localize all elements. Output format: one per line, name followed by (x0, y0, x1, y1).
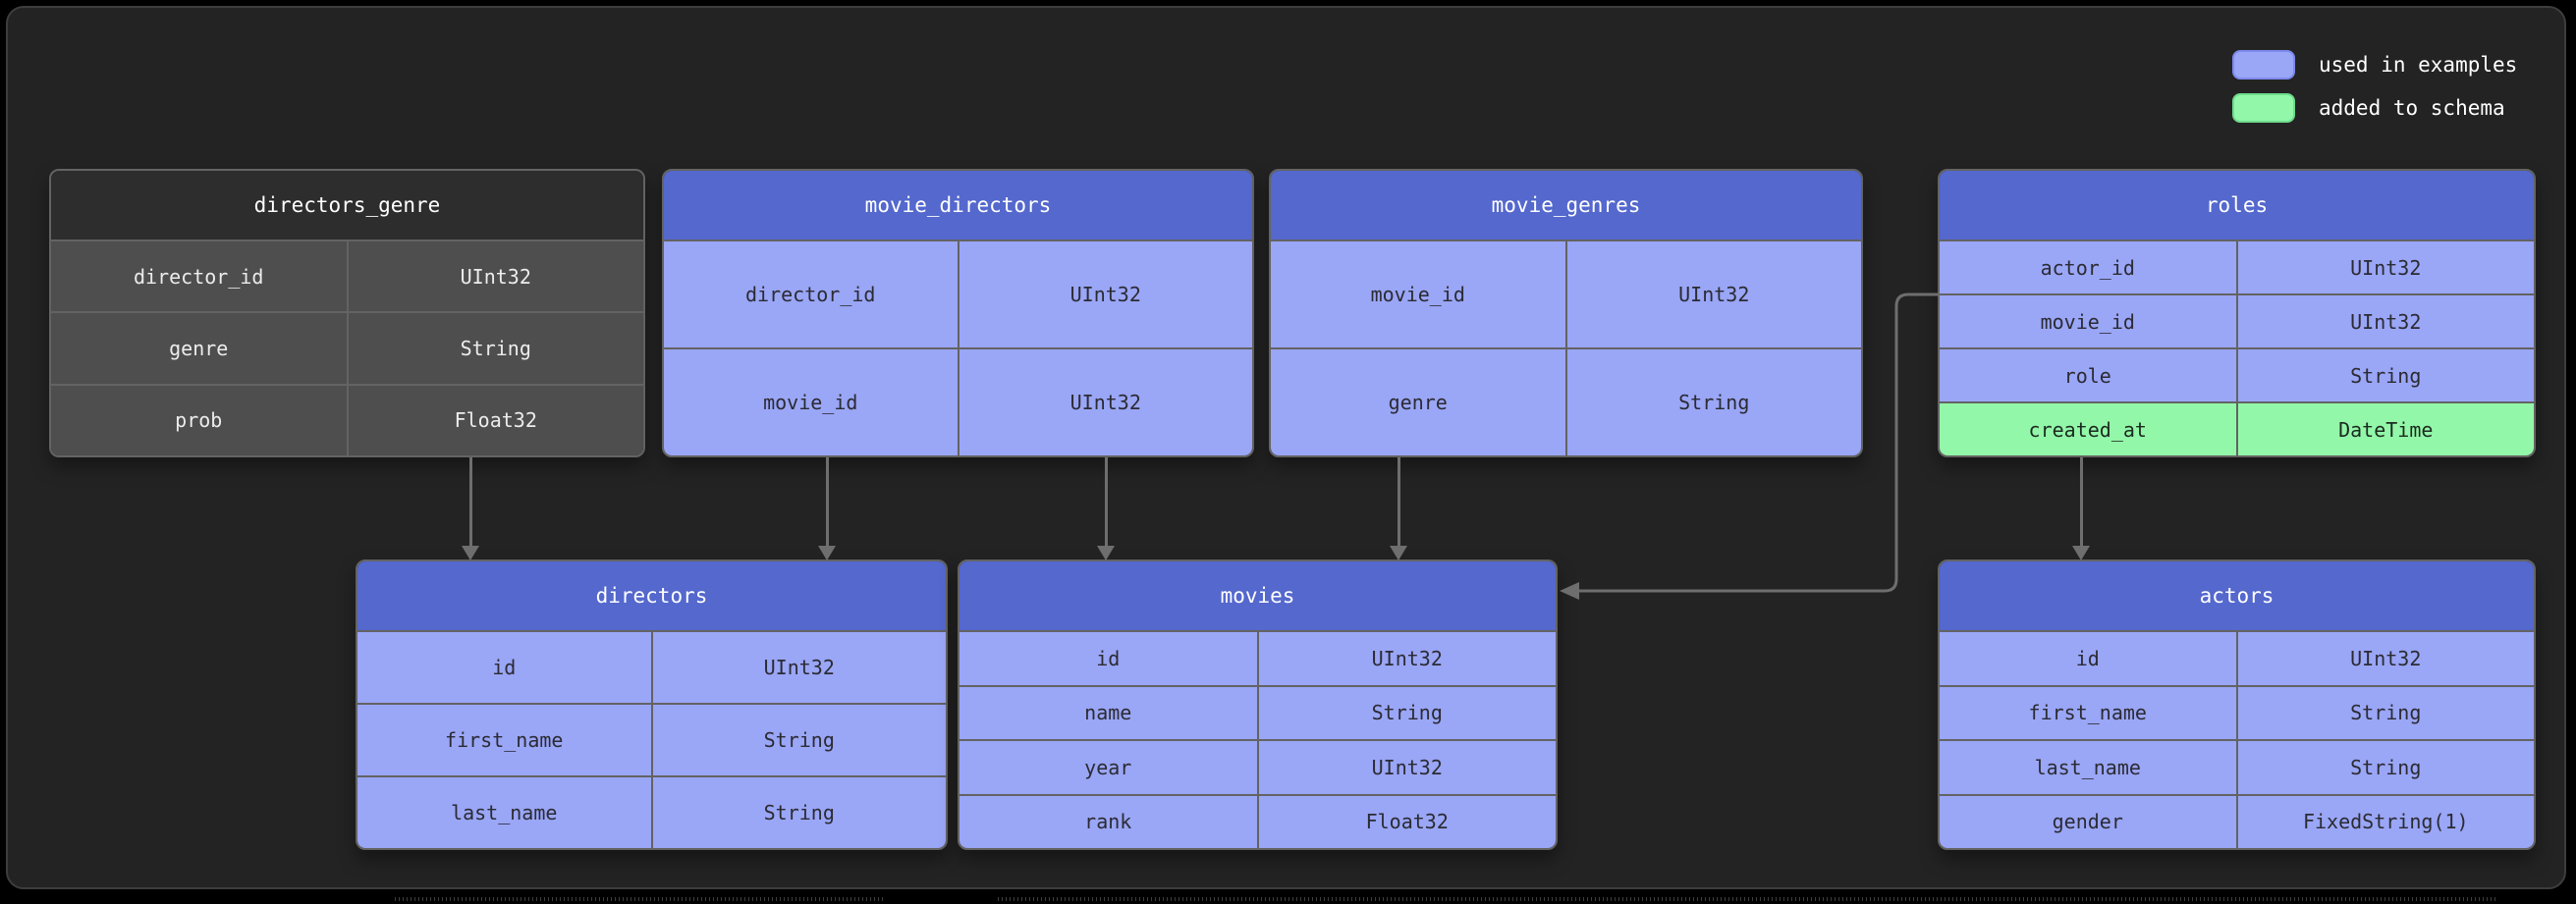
field-type: UInt32 (957, 349, 1252, 455)
field-name: movie_id (664, 349, 958, 455)
legend-swatch-added-to-schema-icon (2232, 93, 2295, 123)
field-name: last_name (357, 777, 651, 848)
field-type: UInt32 (957, 241, 1252, 347)
table-row: last_name String (357, 775, 946, 848)
field-type: String (2235, 686, 2534, 739)
relation-movie_genres-movies-line (1398, 457, 1400, 548)
table-title: roles (1940, 171, 2534, 239)
relation-movie_directors-movies-line (1105, 457, 1108, 548)
field-type: UInt32 (346, 241, 643, 312)
field-type: UInt32 (2235, 295, 2534, 347)
table-row: rank Float32 (959, 793, 1556, 848)
relation-directors_genre-directors-arrowhead-icon (462, 546, 479, 560)
table-row: id UInt32 (357, 630, 946, 703)
field-name: created_at (1940, 403, 2236, 455)
field-name: prob (51, 385, 347, 455)
field-type: String (650, 705, 946, 775)
table-row: id UInt32 (959, 630, 1556, 685)
field-name: name (959, 686, 1257, 739)
table-movie_genres: movie_genres movie_id UInt32 genre Strin… (1269, 169, 1863, 457)
table-row: movie_id UInt32 (664, 347, 1252, 455)
field-type: UInt32 (1256, 632, 1556, 685)
field-name: genre (51, 313, 347, 384)
table-row: actor_id UInt32 (1940, 239, 2534, 293)
table-row: director_id UInt32 (664, 239, 1252, 347)
table-actors: actors id UInt32 first_name String last_… (1938, 559, 2536, 850)
field-type: UInt32 (1256, 741, 1556, 794)
relation-movie_directors-directors-line (826, 457, 829, 548)
table-directors: directors id UInt32 first_name String la… (356, 559, 948, 850)
field-name: first_name (357, 705, 651, 775)
table-row: gender FixedString(1) (1940, 793, 2534, 848)
field-name: role (1940, 349, 2236, 401)
table-row: director_id UInt32 (51, 239, 643, 312)
table-row: role String (1940, 347, 2534, 401)
table-row: movie_id UInt32 (1940, 293, 2534, 347)
field-name: actor_id (1940, 241, 2236, 293)
field-type: String (650, 777, 946, 848)
field-type: String (346, 313, 643, 384)
table-title: movie_directors (664, 171, 1252, 239)
relation-movie_directors-movies-arrowhead-icon (1097, 546, 1115, 560)
relation-roles-actors-arrowhead-icon (2072, 546, 2090, 560)
field-type: String (1256, 686, 1556, 739)
table-row: first_name String (357, 703, 946, 775)
field-name: movie_id (1271, 241, 1565, 347)
field-type: UInt32 (1564, 241, 1861, 347)
legend-label: added to schema (2319, 96, 2505, 120)
legend-item-used-in-examples: used in examples (2232, 50, 2517, 80)
field-name: genre (1271, 349, 1565, 455)
legend-label: used in examples (2319, 53, 2518, 77)
background-text-artifact (395, 897, 886, 901)
table-title: movies (959, 561, 1556, 630)
relation-directors_genre-directors-line (469, 457, 472, 548)
table-row: genre String (1271, 347, 1861, 455)
table-row-added-to-schema: created_at DateTime (1940, 401, 2534, 455)
table-title: actors (1940, 561, 2534, 630)
field-name: director_id (664, 241, 958, 347)
field-name: id (1940, 632, 2236, 685)
table-title: directors (357, 561, 946, 630)
field-type: Float32 (1256, 795, 1556, 848)
field-type: UInt32 (650, 632, 946, 703)
field-type: Float32 (346, 385, 643, 455)
field-name: first_name (1940, 686, 2236, 739)
field-type: FixedString(1) (2235, 795, 2534, 848)
field-name: id (959, 632, 1257, 685)
table-row: last_name String (1940, 739, 2534, 794)
field-name: rank (959, 795, 1257, 848)
field-name: director_id (51, 241, 347, 312)
legend-item-added-to-schema: added to schema (2232, 93, 2505, 123)
field-type: UInt32 (2235, 632, 2534, 685)
relation-roles-actors-line (2080, 457, 2083, 548)
relation-movie_directors-directors-arrowhead-icon (818, 546, 836, 560)
table-row: id UInt32 (1940, 630, 2534, 685)
field-type: String (1564, 349, 1861, 455)
table-row: genre String (51, 311, 643, 384)
table-row: name String (959, 684, 1556, 739)
field-type: String (2235, 349, 2534, 401)
table-row: prob Float32 (51, 383, 643, 455)
field-type: String (2235, 741, 2534, 794)
table-title: directors_genre (51, 171, 643, 239)
relation-movie_genres-movies-arrowhead-icon (1390, 546, 1407, 560)
table-title: movie_genres (1271, 171, 1861, 239)
table-directors_genre: directors_genre director_id UInt32 genre… (49, 169, 645, 457)
table-row: year UInt32 (959, 739, 1556, 794)
field-name: last_name (1940, 741, 2236, 794)
field-type: UInt32 (2235, 241, 2534, 293)
field-name: year (959, 741, 1257, 794)
table-movie_directors: movie_directors director_id UInt32 movie… (662, 169, 1254, 457)
field-type: DateTime (2235, 403, 2534, 455)
table-row: first_name String (1940, 684, 2534, 739)
field-name: gender (1940, 795, 2236, 848)
table-roles: roles actor_id UInt32 movie_id UInt32 ro… (1938, 169, 2536, 457)
field-name: movie_id (1940, 295, 2236, 347)
background-text-artifact (998, 897, 2495, 901)
table-movies: movies id UInt32 name String year UInt32… (958, 559, 1558, 850)
table-row: movie_id UInt32 (1271, 239, 1861, 347)
field-name: id (357, 632, 651, 703)
legend-swatch-used-in-examples-icon (2232, 50, 2295, 80)
